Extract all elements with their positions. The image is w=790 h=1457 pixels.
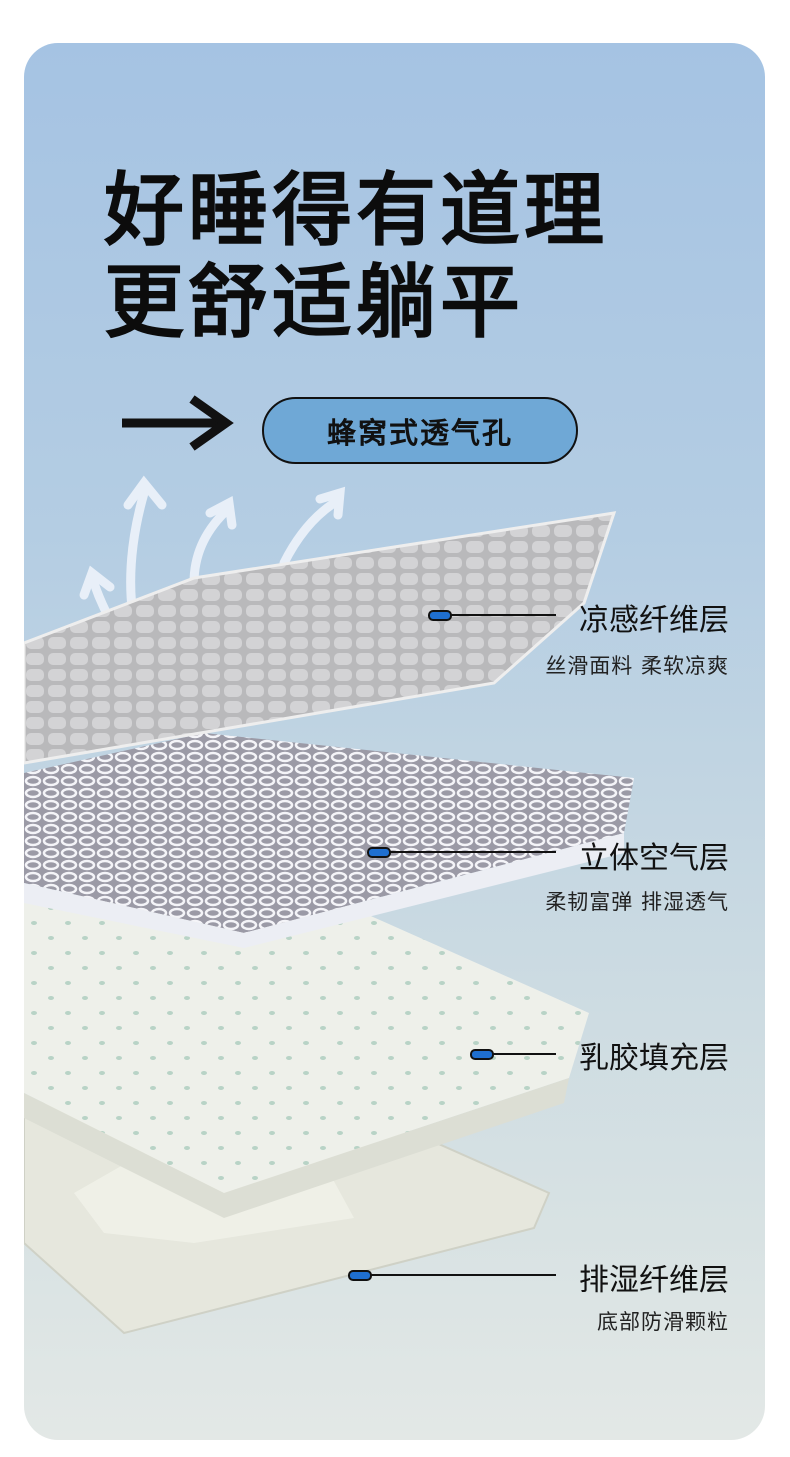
layer-title-cooling-fiber: 凉感纤维层	[579, 603, 729, 638]
headline-line2: 更舒适躺平	[104, 256, 524, 349]
leader-line	[492, 1053, 556, 1055]
leader-line	[389, 851, 556, 853]
marker-dot-icon	[348, 1270, 372, 1281]
layer-subtitle-air-layer: 柔韧富弹 排湿透气	[545, 890, 729, 914]
marker-dot-icon	[470, 1049, 494, 1060]
layer-title-wicking-fiber: 排湿纤维层	[579, 1263, 729, 1298]
arrow-right-icon	[122, 395, 234, 451]
layer-title-latex: 乳胶填充层	[579, 1041, 729, 1076]
pillow-layers-illustration	[24, 475, 634, 1335]
leader-line	[450, 614, 556, 616]
layer-subtitle-wicking-fiber: 底部防滑颗粒	[597, 1310, 729, 1334]
leader-line	[370, 1274, 556, 1276]
product-card: 好睡得有道理 更舒适躺平 蜂窝式透气孔	[24, 43, 765, 1440]
layer-title-air-layer: 立体空气层	[579, 841, 729, 876]
headline-line1: 好睡得有道理	[104, 164, 608, 257]
layer-subtitle-cooling-fiber: 丝滑面料 柔软凉爽	[545, 654, 729, 678]
marker-dot-icon	[367, 847, 391, 858]
honeycomb-badge: 蜂窝式透气孔	[262, 397, 578, 464]
marker-dot-icon	[428, 610, 452, 621]
